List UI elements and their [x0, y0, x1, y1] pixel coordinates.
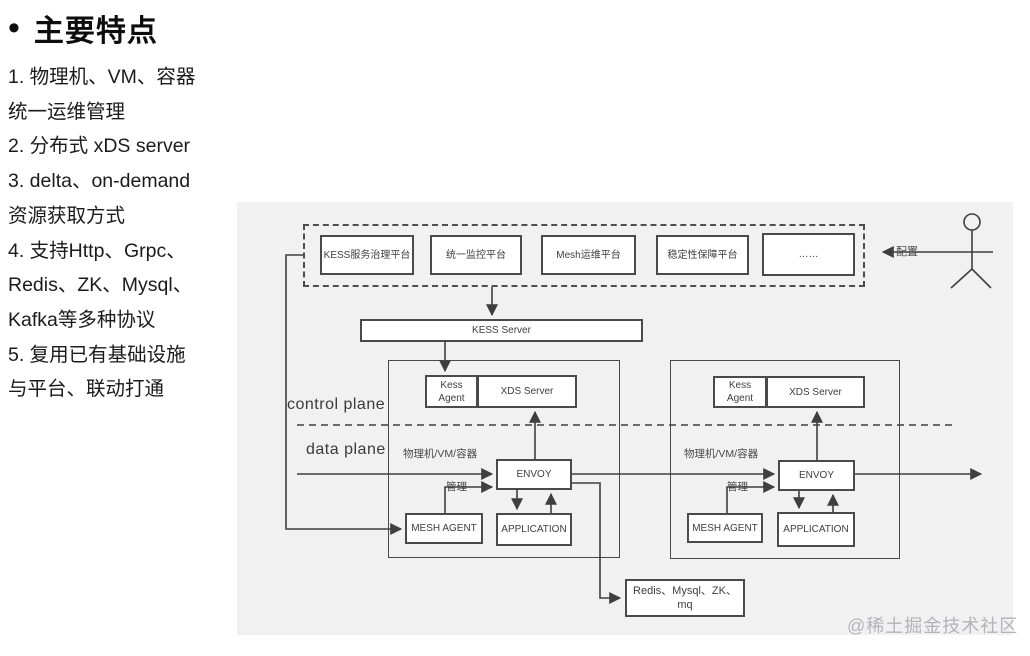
- bullet-icon: •: [8, 9, 20, 47]
- kess-agent-box-right: Kess Agent: [713, 376, 767, 408]
- feature-line: 4. 支持Http、Grpc、: [8, 239, 186, 262]
- feature-line: 3. delta、on-demand: [8, 170, 191, 193]
- config-label: 配置: [896, 246, 918, 258]
- page-title: 主要特点: [33, 15, 158, 48]
- feature-line: Redis、ZK、Mysql、: [8, 274, 193, 297]
- kess-server-box: KESS Server: [360, 319, 643, 342]
- feature-sidebar: • 主要特点 1. 物理机、VM、容器 统一运维管理 2. 分布式 xDS se…: [8, 6, 236, 407]
- application-box-left: APPLICATION: [496, 513, 572, 546]
- application-box-right: APPLICATION: [777, 512, 855, 547]
- feature-line: 2. 分布式 xDS server: [8, 135, 191, 158]
- feature-line: 1. 物理机、VM、容器: [8, 66, 196, 88]
- xds-server-box-right: XDS Server: [766, 376, 865, 408]
- feature-line: 5. 复用已有基础设施: [8, 343, 186, 366]
- envoy-box-left: ENVOY: [496, 459, 572, 490]
- kess-agent-box-left: Kess Agent: [425, 375, 478, 408]
- host-label-right: 物理机/VM/容器: [684, 448, 759, 460]
- platform-box-stability: 稳定性保障平台: [656, 235, 749, 275]
- watermark: @稀土掘金技术社区: [847, 616, 1019, 636]
- manage-label-right: 管理: [727, 481, 748, 493]
- mesh-agent-box-right: MESH AGENT: [687, 513, 763, 543]
- control-plane-label: control plane: [287, 396, 386, 413]
- feature-line: 与平台、联动打通: [8, 378, 165, 401]
- feature-line: 统一运维管理: [8, 100, 126, 123]
- feature-line: 资源获取方式: [8, 204, 126, 227]
- xds-server-box-left: XDS Server: [477, 375, 577, 408]
- feature-line: Kafka等多种协议: [8, 308, 156, 331]
- platform-box-mesh-ops: Mesh运维平台: [541, 235, 636, 275]
- manage-label-left: 管理: [446, 481, 467, 493]
- backend-store-box: Redis、Mysql、ZK、mq: [625, 579, 745, 617]
- mesh-agent-box-left: MESH AGENT: [405, 513, 483, 544]
- platform-box-ellipsis: ……: [762, 233, 855, 276]
- mesh-group-right: [670, 360, 900, 559]
- envoy-box-right: ENVOY: [778, 460, 855, 491]
- page-title-row: • 主要特点: [8, 6, 236, 50]
- host-label-left: 物理机/VM/容器: [403, 448, 478, 460]
- data-plane-label: data plane: [306, 441, 386, 458]
- platform-box-kess-governance: KESS服务治理平台: [320, 235, 414, 275]
- platform-box-monitoring: 统一监控平台: [430, 235, 522, 275]
